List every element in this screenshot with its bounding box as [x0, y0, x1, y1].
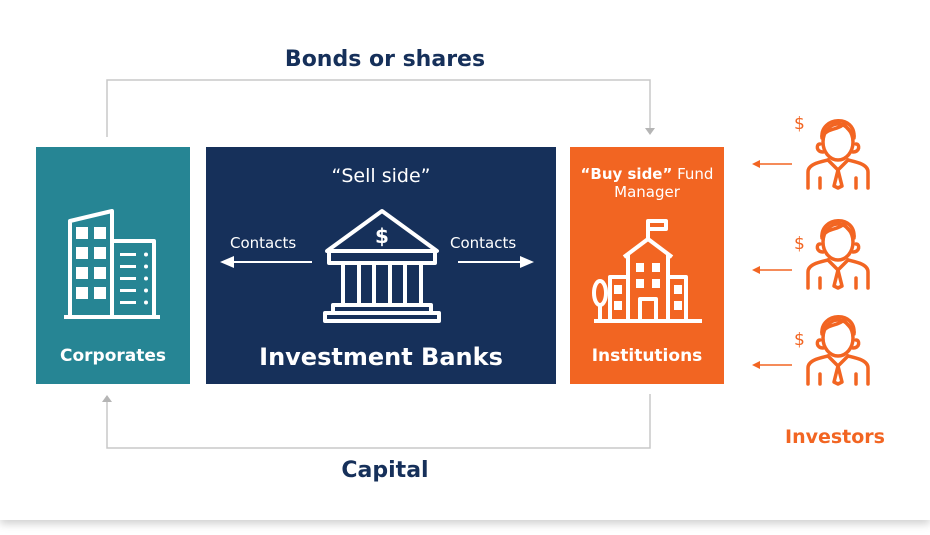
corporates-title: Corporates	[59, 346, 167, 366]
capital-arrow-head	[102, 395, 112, 402]
institutions-box: “Buy side” Fund Manager Institutions	[570, 147, 724, 384]
bonds-arrow-head	[645, 128, 655, 135]
investor-person-icon	[806, 219, 870, 290]
investment-banks-title: Investment Banks	[259, 343, 503, 371]
investor-dollar-symbol: $	[794, 114, 805, 134]
contacts-left-arrow-icon	[220, 256, 312, 268]
investor-item: $	[752, 210, 907, 302]
investor-arrow-icon	[752, 361, 792, 369]
investor-arrow-icon	[752, 160, 792, 168]
contacts-right-arrow-icon	[458, 256, 534, 268]
office-building-icon	[64, 209, 160, 319]
investor-person-icon	[806, 119, 870, 190]
institutions-title: Institutions	[591, 346, 703, 366]
bonds-or-shares-label: Bonds or shares	[284, 47, 486, 72]
institution-building-icon	[592, 219, 702, 323]
investor-item: $	[752, 306, 907, 398]
sell-side-label: “Sell side”	[331, 165, 431, 187]
buy-side-label: “Buy side” Fund Manager	[570, 165, 724, 201]
investors-label: Investors	[785, 426, 885, 448]
contacts-right-label: Contacts	[450, 234, 517, 252]
svg-text:$: $	[375, 224, 389, 248]
buy-side-rest-text: Fund Manager	[614, 165, 714, 201]
investment-banks-box: “Sell side” Contacts Contacts $ Investme…	[206, 147, 556, 384]
capital-label: Capital	[341, 458, 429, 483]
buy-side-bold-text: “Buy side”	[580, 165, 673, 183]
investor-item: $	[752, 110, 907, 202]
investor-dollar-symbol: $	[794, 234, 805, 254]
diagram-frame: Bonds or shares Capital Corporates	[36, 47, 907, 483]
contacts-left-label: Contacts	[230, 234, 297, 252]
capital-flow-line	[106, 394, 651, 449]
investor-dollar-symbol: $	[794, 330, 805, 350]
flow-connectors	[102, 79, 655, 449]
corporates-box: Corporates	[36, 147, 190, 384]
bonds-flow-line	[106, 79, 651, 137]
investor-person-icon	[806, 315, 870, 386]
bank-icon: $	[323, 209, 441, 323]
investor-arrow-icon	[752, 266, 792, 274]
